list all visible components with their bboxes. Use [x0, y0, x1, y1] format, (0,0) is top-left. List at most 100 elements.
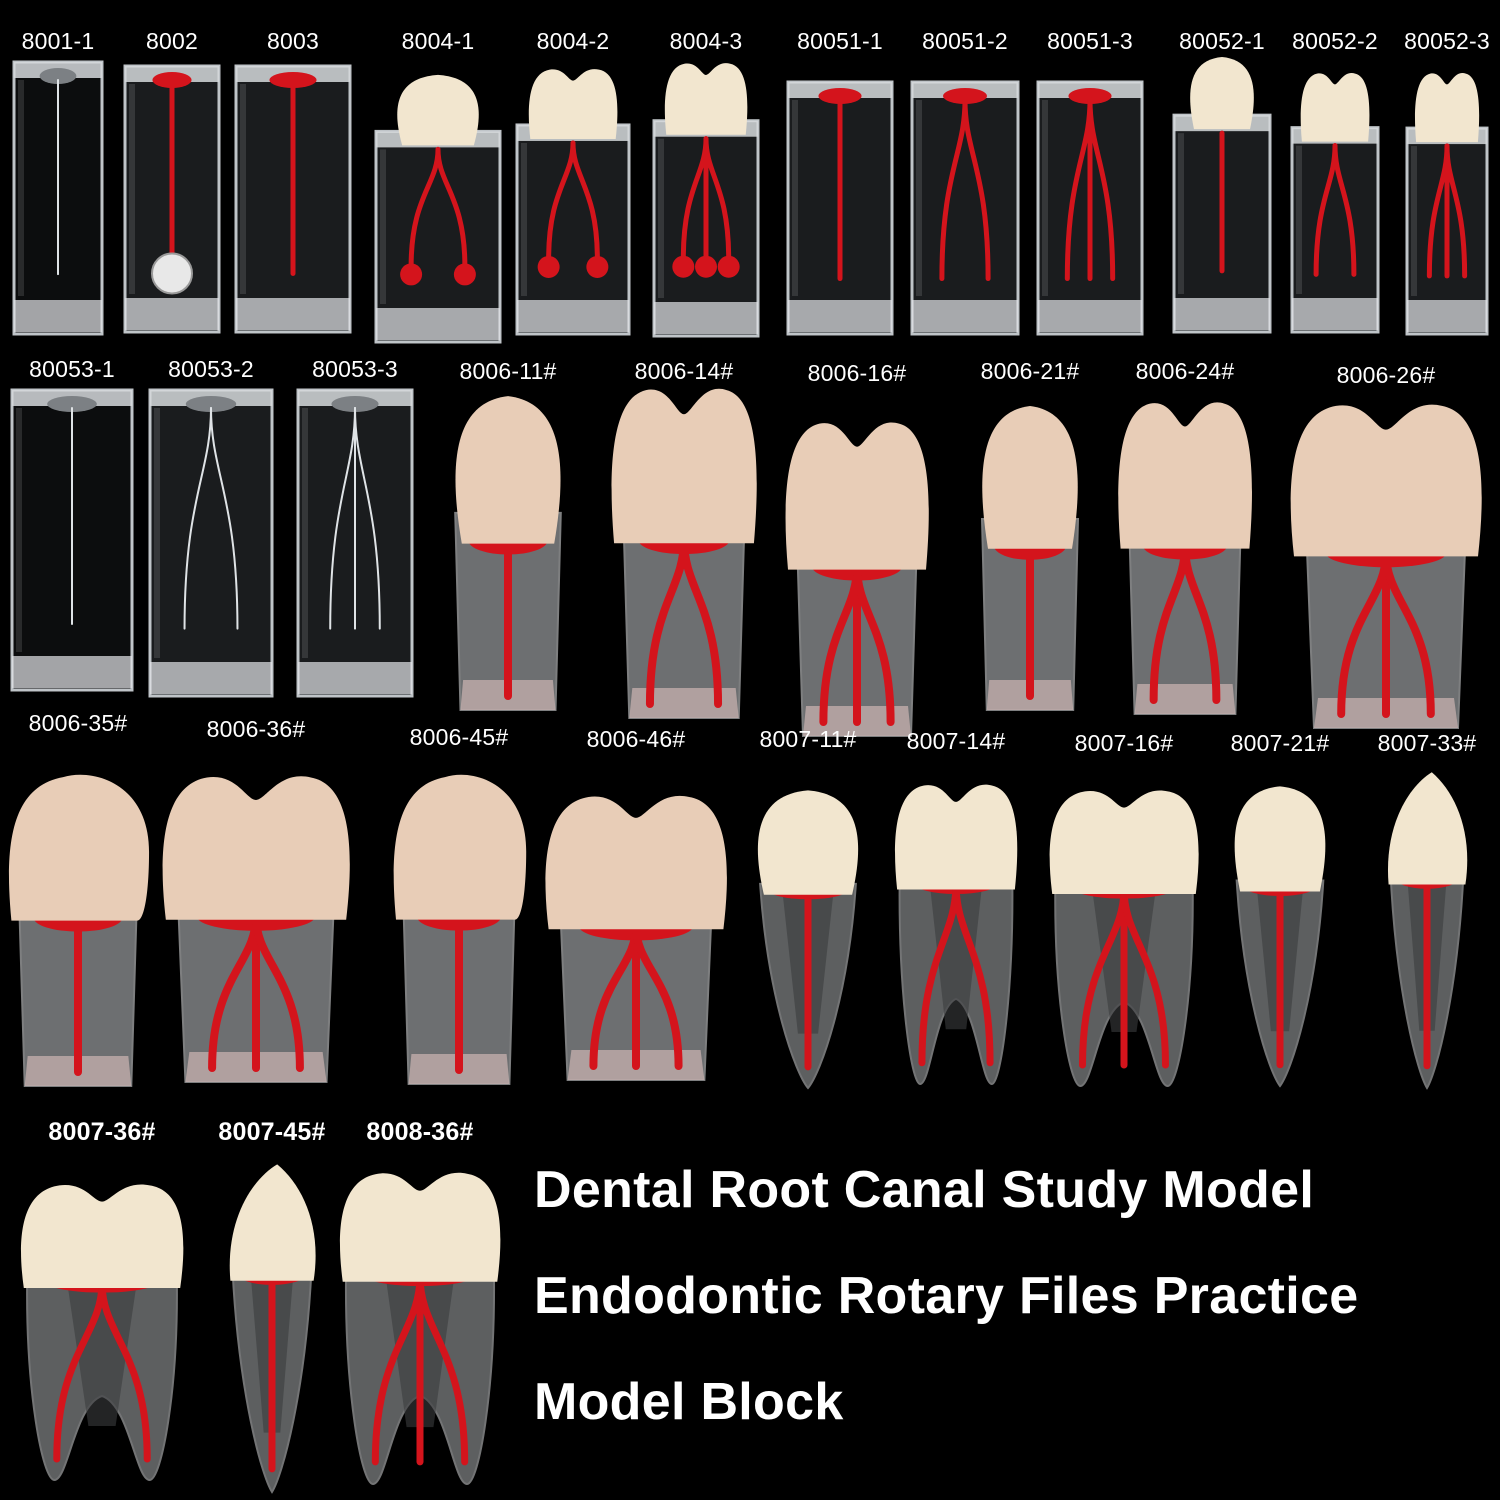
- model-code-label: 80052-1: [1179, 28, 1265, 54]
- crown: [785, 422, 929, 570]
- model-code-label: 8004-2: [536, 28, 610, 54]
- crown: [1049, 790, 1199, 894]
- canal: [183, 407, 212, 630]
- model-code-label: 8004-3: [669, 28, 743, 54]
- title-line-1: Dental Root Canal Study Model: [534, 1161, 1315, 1219]
- canals: [1064, 97, 1116, 282]
- canal: [1120, 885, 1169, 1069]
- model-3-1: [220, 1162, 324, 1494]
- access-cavity: [269, 72, 317, 88]
- apex-disc: [151, 252, 193, 295]
- crown: [611, 388, 757, 544]
- model-code-label: 80053-3: [312, 356, 398, 382]
- model-code-label: 80052-2: [1292, 28, 1378, 54]
- block-base: [14, 300, 102, 332]
- model-code-label: 8008-36#: [366, 1118, 474, 1146]
- canal: [962, 97, 991, 282]
- block-highlight: [658, 138, 664, 298]
- block-base: [12, 656, 132, 688]
- crown: [757, 790, 859, 895]
- canal: [416, 1272, 469, 1466]
- canals: [645, 536, 723, 708]
- canal: [1444, 143, 1468, 279]
- root-shadow: [68, 1288, 136, 1426]
- model-2-7: [1223, 782, 1337, 1088]
- block-highlight: [302, 408, 308, 658]
- canal: [354, 407, 381, 630]
- model-2-8: [1379, 770, 1475, 1090]
- crown: [393, 774, 527, 920]
- model-code-label: 8006-46#: [586, 726, 686, 752]
- block-base: [150, 662, 272, 694]
- model-3-2: [336, 1168, 504, 1486]
- block-base: [298, 662, 412, 694]
- crown: [21, 1184, 184, 1288]
- access-cavity: [39, 68, 77, 84]
- canals: [819, 562, 895, 726]
- block-highlight: [521, 142, 527, 296]
- model-code-label: 80053-2: [168, 356, 254, 382]
- model-code-label: 8007-21#: [1230, 730, 1330, 756]
- model-code-label: 8004-1: [401, 28, 475, 54]
- title-line-3: Model Block: [534, 1373, 844, 1431]
- canal: [98, 1279, 151, 1463]
- model-code-label: 8006-16#: [807, 360, 907, 386]
- model-code-label: 8007-33#: [1377, 730, 1477, 756]
- canals: [371, 1272, 469, 1466]
- model-code-label: 80051-2: [922, 28, 1008, 54]
- root-shadow: [930, 889, 982, 1030]
- canal: [435, 146, 468, 269]
- block-base: [912, 300, 1018, 332]
- canals: [546, 140, 600, 262]
- model-2-0: [4, 768, 152, 1087]
- canals: [1149, 541, 1221, 704]
- canal: [952, 880, 994, 1067]
- canal: [53, 1279, 106, 1463]
- root-base: [629, 688, 739, 718]
- block-highlight: [1042, 100, 1048, 296]
- canal: [1181, 541, 1221, 704]
- block-highlight: [1411, 146, 1417, 296]
- crown: [664, 63, 748, 135]
- canal: [252, 912, 304, 1072]
- model-code-label: 80052-3: [1404, 28, 1490, 54]
- model-code-label: 8006-36#: [206, 716, 306, 742]
- model-2-3: [541, 790, 731, 1081]
- block-highlight: [792, 100, 798, 296]
- model-1-0: [10, 388, 134, 692]
- model-0-1: [123, 64, 221, 334]
- root-base: [1134, 684, 1236, 714]
- crown: [455, 396, 561, 544]
- resin-block: [148, 388, 274, 698]
- model-0-2: [234, 64, 352, 334]
- model-0-6: [786, 80, 894, 336]
- crown: [1387, 772, 1468, 885]
- block-base: [788, 300, 892, 332]
- model-1-3: [442, 390, 574, 711]
- model-code-label: 8006-35#: [28, 710, 128, 736]
- model-code-label: 80051-1: [797, 28, 883, 54]
- block-base: [125, 298, 219, 330]
- block-highlight: [1296, 145, 1302, 294]
- apex-ball: [537, 255, 560, 278]
- block-highlight: [18, 80, 24, 296]
- block-highlight: [240, 84, 246, 294]
- model-code-label: 8007-11#: [759, 726, 857, 752]
- crown: [162, 776, 350, 920]
- apex-ball: [453, 263, 476, 286]
- model-2-5: [892, 780, 1020, 1086]
- access-cavity: [818, 88, 862, 104]
- apex-ball: [695, 255, 717, 278]
- model-1-2: [296, 388, 414, 698]
- model-0-0: [12, 60, 104, 336]
- model-0-9: [1172, 54, 1272, 334]
- block-base: [376, 308, 500, 340]
- model-1-4: [608, 382, 760, 719]
- canals: [680, 136, 732, 262]
- crown: [1190, 57, 1254, 130]
- block-base: [654, 302, 758, 334]
- canal: [1087, 97, 1116, 282]
- model-code-label: 8006-21#: [980, 358, 1080, 384]
- canals: [1337, 549, 1435, 718]
- model-2-4: [745, 786, 871, 1090]
